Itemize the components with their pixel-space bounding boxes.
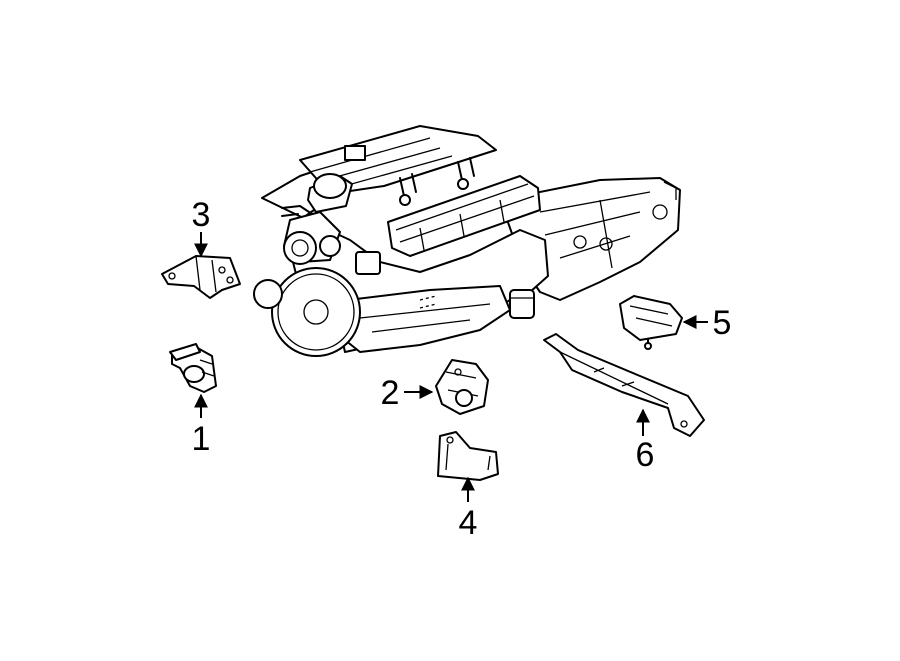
part-3-bracket bbox=[161, 255, 241, 299]
part-2-motor-mount bbox=[435, 359, 489, 415]
part-5-transmission-mount bbox=[619, 295, 683, 350]
callout-2: 2 bbox=[381, 374, 400, 412]
engine-transmission-assembly bbox=[253, 125, 681, 357]
callout-5: 5 bbox=[713, 304, 732, 342]
part-1-motor-mount bbox=[169, 343, 217, 393]
part-4-mount-bracket bbox=[437, 431, 499, 481]
part-6-crossmember bbox=[543, 333, 705, 437]
callout-1: 1 bbox=[192, 420, 211, 458]
callout-3: 3 bbox=[192, 196, 211, 234]
callout-4: 4 bbox=[459, 504, 478, 542]
callout-6: 6 bbox=[636, 436, 655, 474]
